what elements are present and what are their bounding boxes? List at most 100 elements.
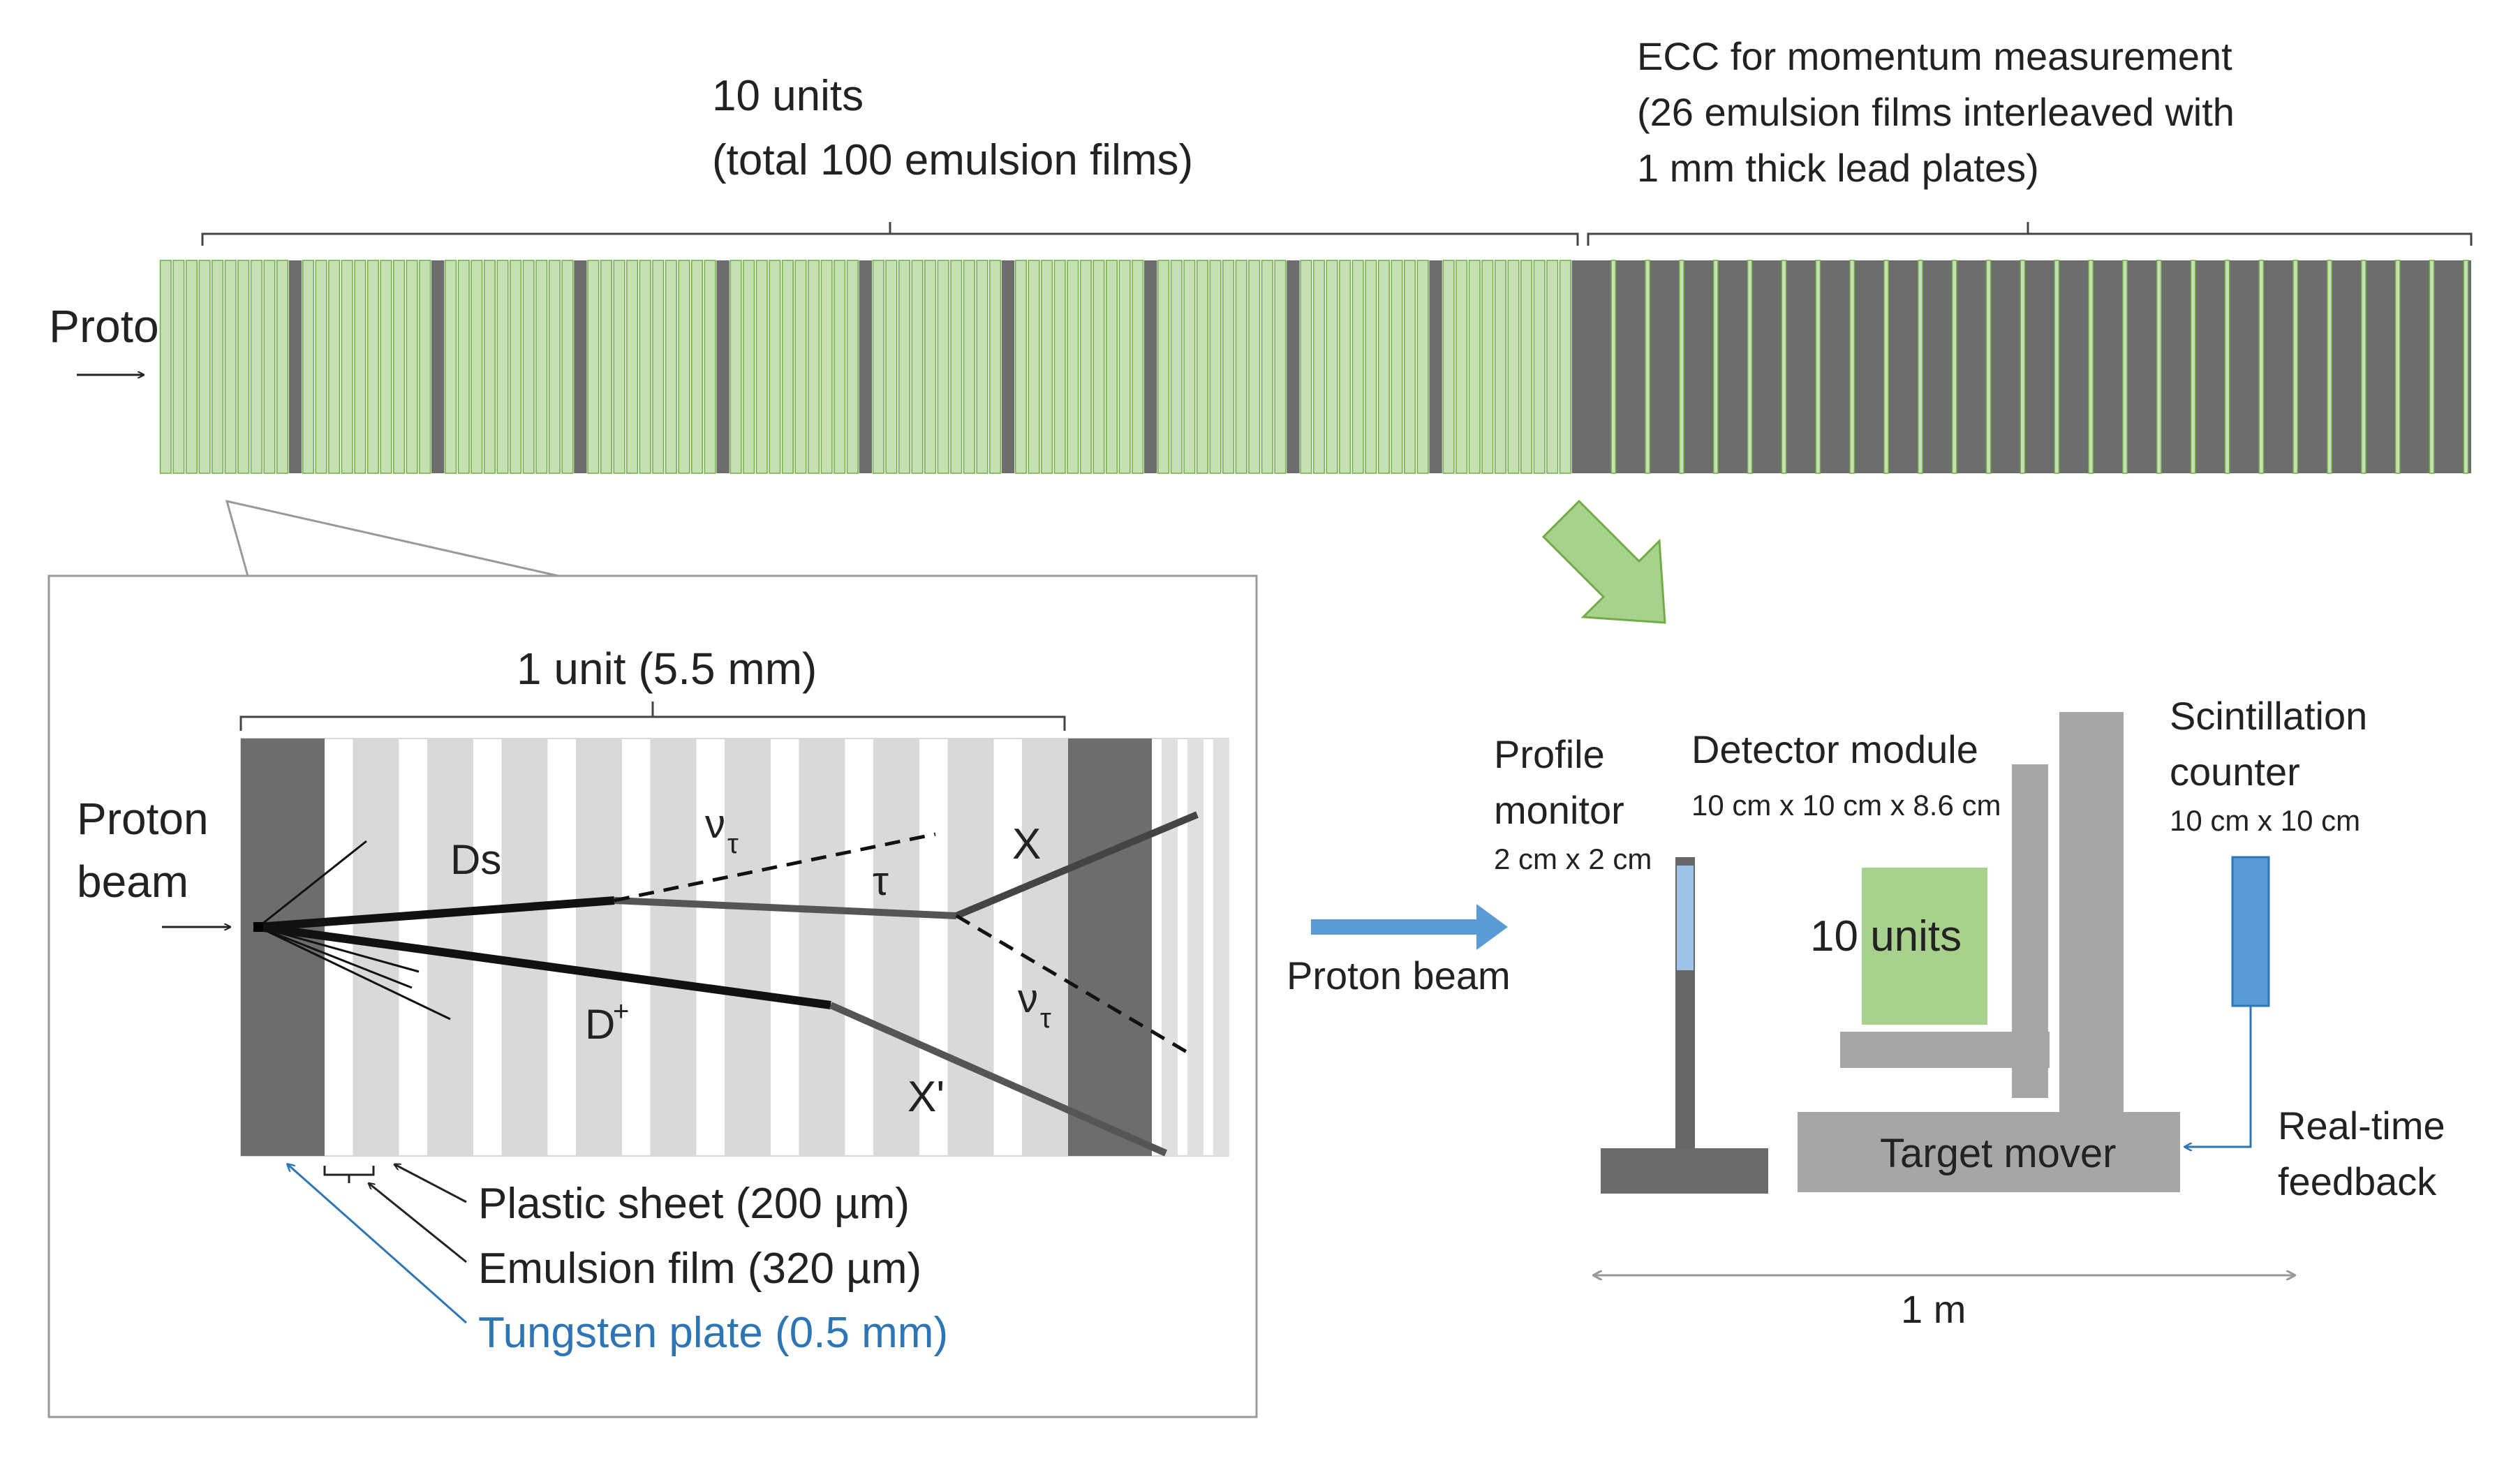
emulsion-film-strip [380,260,392,474]
emulsion-film-strip [1235,260,1247,474]
emulsion-film-strip [1416,260,1429,474]
primary-vertex [253,922,263,932]
emulsion-film-label: Emulsion film (320 µm) [478,1245,921,1293]
scint-line2: counter [2170,750,2300,794]
thin-track [258,840,367,928]
beam-label-line1: Proton [77,794,209,844]
emulsion-film-strip [263,260,276,474]
emulsion-film-strip [613,260,625,474]
monitor-base [1601,1148,1768,1194]
ecc-label-line2: (26 emulsion films interleaved with [1637,90,2235,134]
track-nu-tau-1 [614,832,936,903]
emulsion-film-strip [1106,260,1118,474]
tungsten-plate-pointer [288,1164,467,1324]
emulsion-film-strip [963,260,975,474]
tungsten-plate-strip [1429,260,1442,473]
emulsion-film-detail [873,739,919,1156]
emulsion-film-detail [947,739,994,1156]
ecc-emulsion-film [2190,260,2196,474]
emulsion-film-strip [510,260,522,474]
emulsion-film-strip [911,260,924,474]
thin-track [258,926,420,973]
ecc-emulsion-film [1610,260,1617,474]
emulsion-film-strip [1248,260,1261,474]
scale-label: 1 m [1901,1287,1966,1331]
emulsion-film-strip [820,260,833,474]
scintillation-counter [2231,856,2270,1007]
ecc-emulsion-film [2463,260,2469,474]
emulsion-film-strip [1391,260,1403,474]
tungsten-plate-strip [431,260,445,473]
tungsten-plate-label: Tungsten plate (0.5 mm) [478,1309,948,1357]
emulsion-film-strip [341,260,353,474]
ecc-emulsion-film [2224,260,2230,474]
emulsion-film-strip [457,260,470,474]
next-unit-film [1213,739,1229,1156]
emulsion-film-strip [587,260,600,474]
nu-tau-sub-2: τ [1040,1003,1051,1034]
emulsion-film-strip [1494,260,1506,474]
plastic-sheet-label: Plastic sheet (200 µm) [478,1180,910,1228]
units-box-label: 10 units [1810,912,1962,960]
ecc-emulsion-film [2429,260,2435,474]
next-unit-film [1187,739,1203,1156]
emulsion-film-strip [808,260,820,474]
emulsion-film-strip [393,260,406,474]
emulsion-film-strip [237,260,250,474]
ecc-emulsion-film [1712,260,1719,474]
particle-tracks [253,811,1199,1157]
emulsion-film-strip [769,260,781,474]
emulsion-film-strip [1067,260,1079,474]
ecc-label-line3: 1 mm thick lead plates) [1637,146,2039,190]
emulsion-film-detail [724,739,771,1156]
emulsion-film-strip [1365,260,1377,474]
emulsion-film-strip [1312,260,1326,474]
emulsion-film-detail [575,739,622,1156]
emulsion-film-strip [1326,260,1338,474]
target-mover-label: Target mover [1880,1131,2116,1176]
emulsion-film-strip [1092,260,1105,474]
ecc-emulsion-film [2054,260,2060,474]
tungsten-plate-strip [574,260,587,473]
emulsion-film-strip [743,260,755,474]
emulsion-units-box [1862,868,1987,1025]
track-x-prime [829,1002,1168,1157]
emulsion-film-strip [224,260,237,474]
emulsion-film-strip [988,260,1002,474]
scint-size: 10 cm x 10 cm [2170,804,2360,837]
detector-module-size: 10 cm x 10 cm x 8.6 cm [1691,789,2001,822]
emulsion-film-detail [1021,739,1068,1156]
proton-beam-label: Proton beam [1287,954,1511,997]
emulsion-film-strip [1377,260,1390,474]
track-x [955,811,1199,919]
emulsion-film-strip [781,260,794,474]
emulsion-film-strip [1053,260,1066,474]
profile-monitor [1677,866,1694,970]
tungsten-plate-strip [1144,260,1157,473]
emulsion-film-strip [445,260,457,474]
ecc-emulsion-film [1849,260,1855,474]
emulsion-film-strip [639,260,651,474]
emulsion-film-strip [172,260,185,474]
emulsion-film-detail [501,739,548,1156]
nu-tau-sub-1: τ [727,829,739,859]
ecc-emulsion-film [2122,260,2128,474]
target-mover[interactable] [1798,1112,2180,1192]
thin-track [258,926,451,1021]
emulsion-film-strip [678,260,690,474]
nu-tau-label-1: ν [705,801,725,847]
callout-pointer [225,499,559,577]
emulsion-film-strip [1520,260,1533,474]
emulsion-film-strip [496,260,509,474]
emulsion-film-strip [1442,260,1455,474]
emulsion-film-strip [794,260,807,474]
ecc-emulsion-film [1645,260,1651,474]
unit-layers [240,738,1229,1157]
profile-monitor-size: 2 cm x 2 cm [1494,843,1652,875]
emulsion-film-strip [1261,260,1273,474]
track-tau [614,897,957,919]
emulsion-film-strip [561,260,574,474]
tungsten-plate-strip [288,260,302,473]
tungsten-plate-strip [1287,260,1300,473]
emulsion-film-strip [665,260,677,474]
